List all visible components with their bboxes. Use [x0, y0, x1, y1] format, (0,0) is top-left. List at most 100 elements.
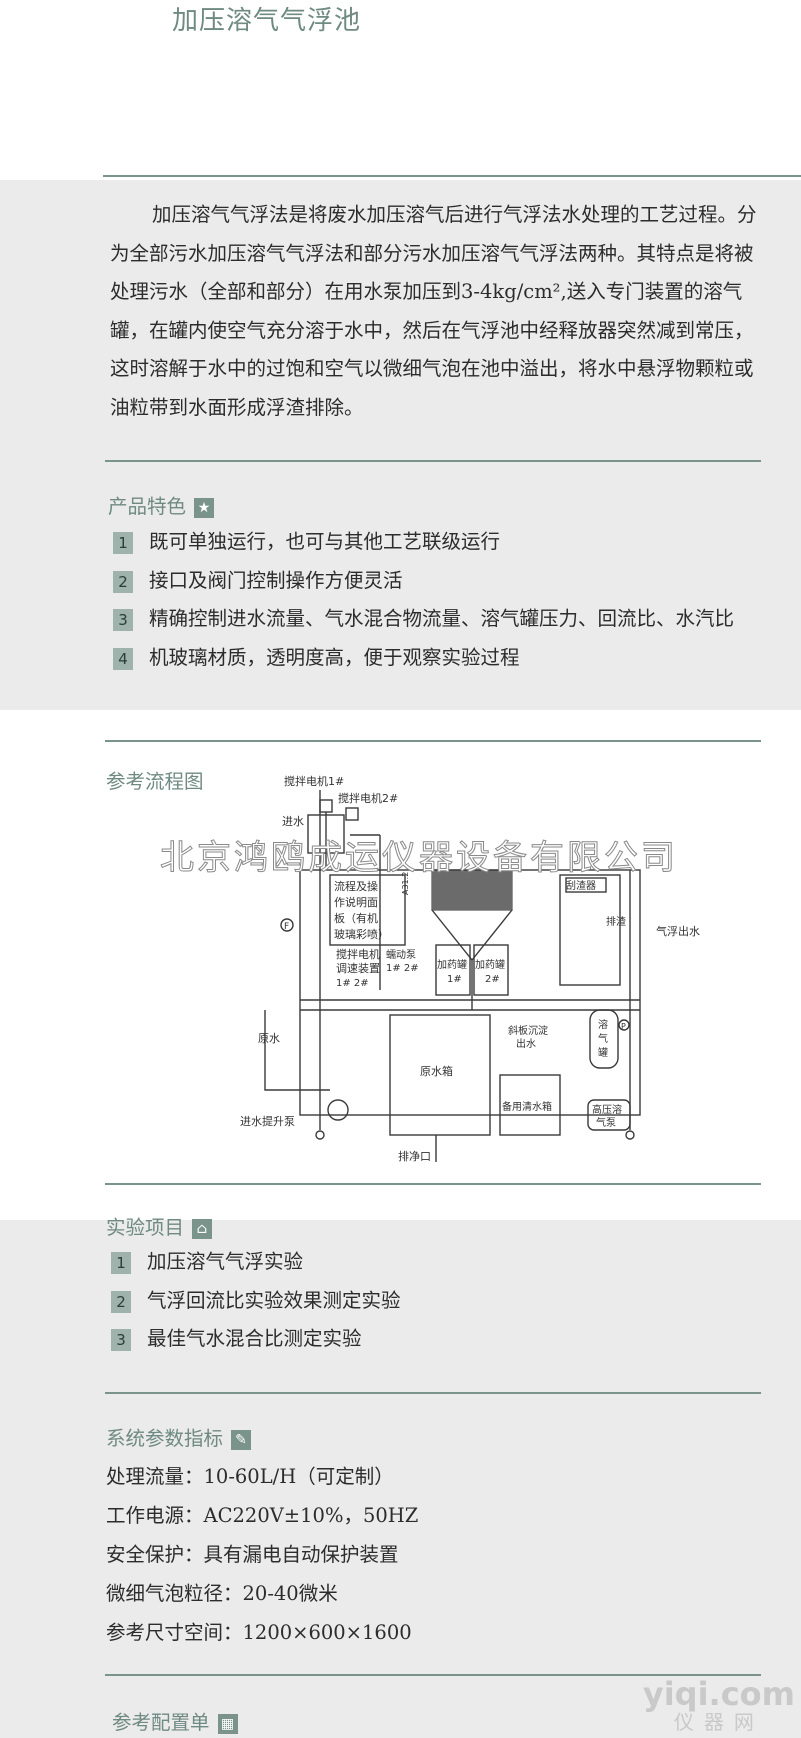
- param-item: 安全保护：具有漏电自动保护装置: [106, 1543, 399, 1566]
- hp-pump-line-1: 高压溶: [592, 1103, 622, 1116]
- clean-tank-label: 备用清水箱: [502, 1100, 552, 1113]
- control-panel-box: [329, 874, 406, 946]
- raw-water-label: 原水: [258, 1032, 280, 1045]
- scraper-label: 刮渣器: [566, 879, 596, 892]
- drain-label: 排净口: [398, 1149, 431, 1163]
- stir-control-line-2: 调速装置: [336, 962, 380, 975]
- pump-label-1: 蠕动泵: [386, 949, 416, 961]
- params-heading: 系统参数指标 ✎: [106, 1422, 252, 1451]
- divider: [105, 1183, 761, 1185]
- float-tank: [559, 874, 621, 986]
- list-item: 1 既可单独运行，也可与其他工艺联级运行: [113, 523, 763, 562]
- param-item: 处理流量：10-60L/H（可定制）: [106, 1465, 394, 1488]
- star-icon: ★: [194, 497, 215, 518]
- dose-1-line-2: 1#: [447, 974, 462, 985]
- dose-1-line-1: 加药罐: [437, 958, 467, 971]
- list-item-text: 气浮回流比实验效果测定实验: [147, 1288, 401, 1312]
- list-item: 3 最佳气水混合比测定实验: [111, 1320, 761, 1359]
- slag-label: 排渣: [606, 915, 626, 928]
- site-logo-line-1: yiqi.com: [642, 1675, 795, 1713]
- stir-control-line-1: 搅拌电机: [336, 947, 380, 961]
- motor-2-label: 搅拌电机2#: [338, 791, 398, 805]
- param-item: 微细气泡粒径：20-40微米: [106, 1582, 338, 1605]
- list-item-text: 既可单独运行，也可与其他工艺联级运行: [149, 530, 501, 553]
- dose-2-line-1: 加药罐: [475, 958, 505, 971]
- panel-line-1: 流程及操: [334, 879, 378, 893]
- settle-out-line-1: 斜板沉淀: [508, 1024, 548, 1037]
- dosing-tank-2: [473, 944, 509, 996]
- experiments-heading: 实验项目 ⌂: [106, 1211, 213, 1240]
- motor-1-label: 搅拌电机1#: [284, 774, 344, 788]
- scraper-box: [565, 877, 607, 893]
- page-title: 加压溶气气浮池: [172, 6, 362, 36]
- site-logo: yiqi.com 仪器网: [643, 1678, 795, 1734]
- number-badge: 3: [111, 1329, 131, 1351]
- divider: [105, 460, 761, 462]
- pump-label-2: 1# 2#: [386, 963, 419, 974]
- panel-line-2: 作说明面: [334, 895, 378, 909]
- inlet-label: 进水: [282, 815, 304, 828]
- list-item-text: 机玻璃材质，透明度高，便于观察实验过程: [149, 645, 520, 669]
- flow-diagram: 搅拌电机1# 搅拌电机2# 进水 流程及操 作说明面 板（有机 玻璃彩喷） A3…: [240, 774, 700, 1163]
- stir-control-nums: 1# 2#: [336, 978, 369, 989]
- list-item: 1 加压溶气气浮实验: [111, 1243, 761, 1282]
- lift-pump-symbol: [327, 1099, 349, 1121]
- dissolve-tank-2: 气: [598, 1032, 608, 1045]
- experiments-heading-label: 实验项目: [106, 1216, 185, 1239]
- lift-pump-label: 进水提升泵: [240, 1115, 295, 1128]
- number-badge: 1: [111, 1252, 131, 1274]
- list-item-text: 精确控制进水流量、气水混合物流量、溶气罐压力、回流比、水汽比: [149, 607, 735, 630]
- motor-1-box: [319, 799, 333, 813]
- param-item: 参考尺寸空间：1200×600×1600: [106, 1621, 412, 1644]
- list-item: 2 气浮回流比实验效果测定实验: [111, 1282, 761, 1321]
- divider: [105, 1674, 761, 1676]
- list-item-text: 加压溶气气浮实验: [147, 1250, 304, 1273]
- grid-icon: ▦: [217, 1713, 238, 1734]
- band-experiments-params: [0, 1220, 801, 1738]
- number-badge: 2: [113, 570, 133, 593]
- clean-water-tank: [499, 1074, 561, 1136]
- dissolve-tank-1: 溶: [598, 1018, 608, 1031]
- inclined-plates: [431, 869, 513, 911]
- dosing-tank-1: [435, 944, 471, 996]
- panel-line-3: 板（有机: [334, 911, 378, 925]
- band-intro-features: [0, 180, 801, 710]
- a31-label: A31.2: [401, 872, 410, 895]
- list-item: 4 机玻璃材质，透明度高，便于观察实验过程: [113, 639, 763, 678]
- number-badge: 2: [111, 1290, 131, 1313]
- watermark: 北京鸿鸥成运仪器设备有限公司: [160, 838, 678, 879]
- site-logo-line-2: 仪器网: [673, 1710, 764, 1734]
- features-heading: 产品特色 ★: [108, 490, 215, 519]
- float-out-label: 气浮出水: [656, 924, 700, 938]
- divider: [105, 1392, 761, 1394]
- number-badge: 4: [113, 647, 133, 670]
- panel-line-4: 玻璃彩喷）: [334, 927, 389, 941]
- number-badge: 1: [113, 532, 133, 554]
- flow-meter-label: F: [284, 922, 289, 932]
- pressure-label: P: [621, 1022, 626, 1031]
- params-heading-label: 系统参数指标: [106, 1427, 224, 1450]
- list-item-text: 最佳气水混合比测定实验: [147, 1327, 362, 1350]
- flow-heading: 参考流程图: [106, 770, 204, 793]
- list-item-text: 接口及阀门控制操作方便灵活: [149, 568, 403, 592]
- home-icon: ⌂: [192, 1218, 213, 1239]
- divider: [105, 740, 761, 742]
- settle-out-line-2: 出水: [516, 1037, 536, 1050]
- raw-water-tank: [389, 1014, 491, 1136]
- dissolve-tank-3: 罐: [598, 1046, 608, 1059]
- config-heading: 参考配置单 ▦: [112, 1706, 238, 1735]
- hp-pump-line-2: 气泵: [596, 1116, 616, 1129]
- divider: [103, 175, 801, 177]
- dissolved-air-tank: [589, 1009, 619, 1069]
- param-item: 工作电源：AC220V±10%，50HZ: [106, 1504, 419, 1527]
- features-heading-label: 产品特色: [108, 495, 187, 518]
- wrench-icon: ✎: [231, 1429, 252, 1450]
- experiments-list: 1 加压溶气气浮实验 2 气浮回流比实验效果测定实验 3 最佳气水混合比测定实验: [111, 1243, 761, 1359]
- config-heading-label: 参考配置单: [112, 1711, 210, 1734]
- raw-tank-label: 原水箱: [420, 1064, 453, 1078]
- dose-2-line-2: 2#: [485, 974, 500, 985]
- list-item: 2 接口及阀门控制操作方便灵活: [113, 562, 763, 601]
- hp-pump-box: [587, 1099, 631, 1131]
